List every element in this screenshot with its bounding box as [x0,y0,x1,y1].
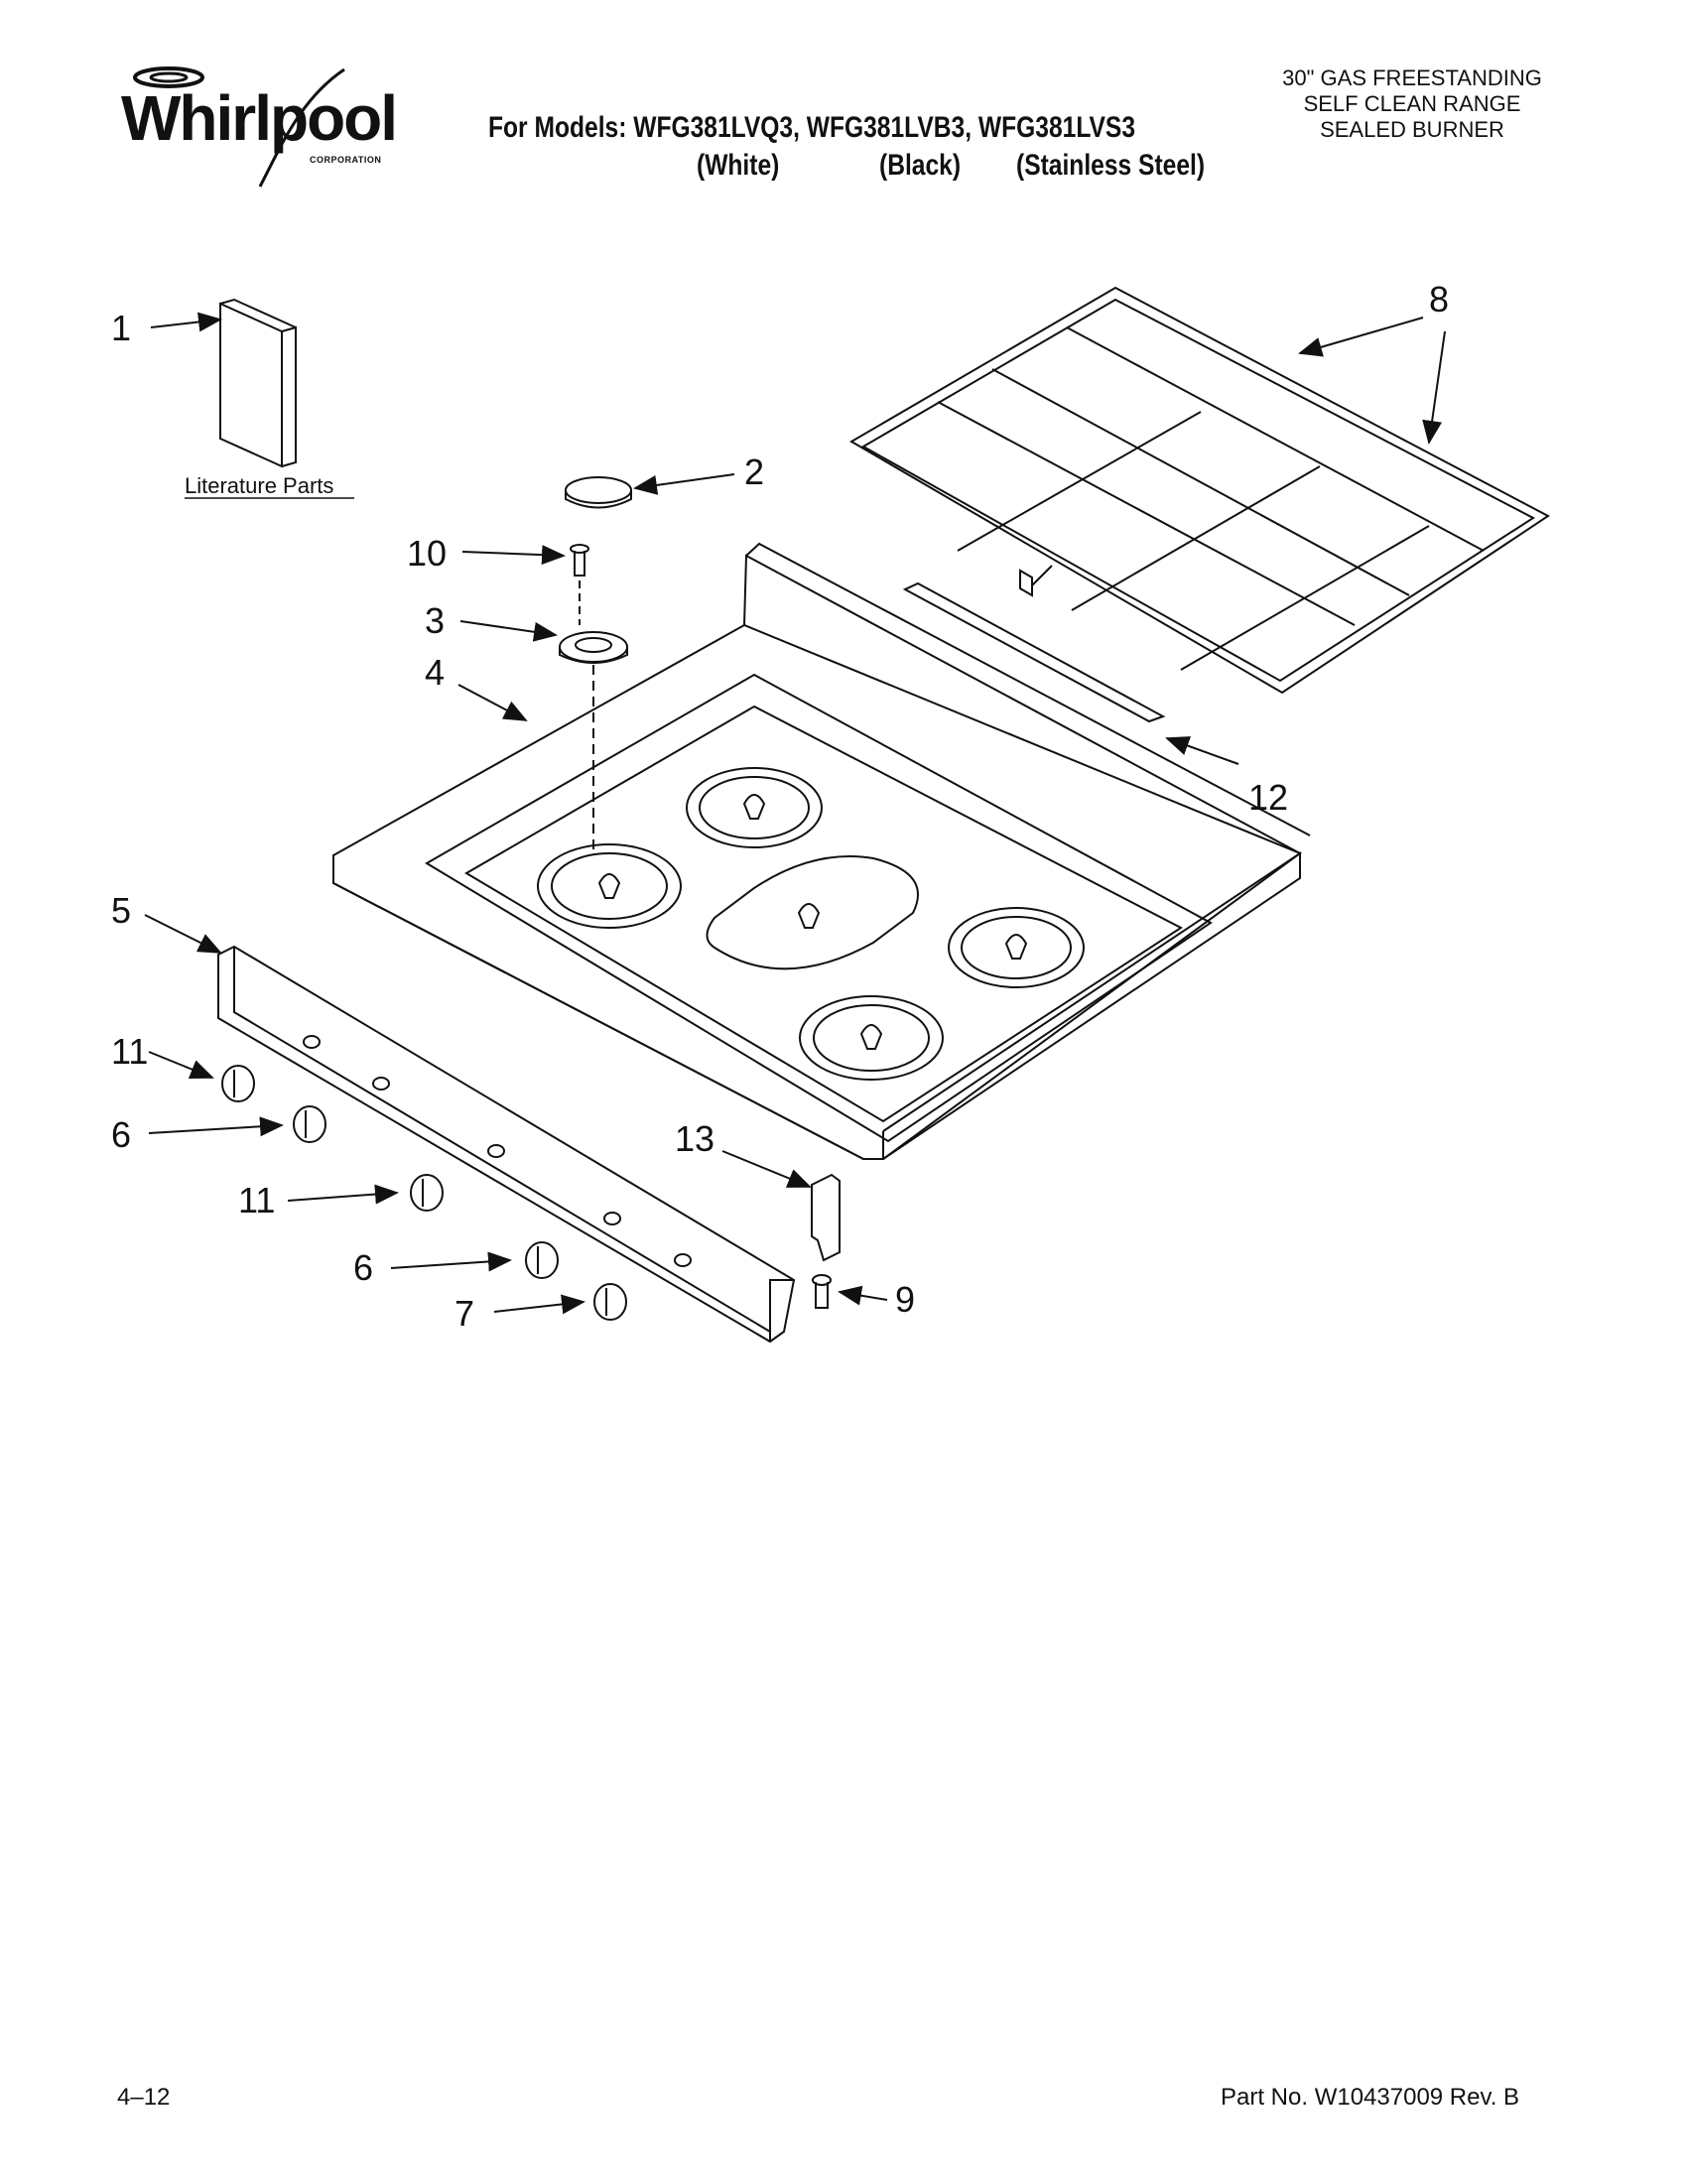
control-panel [217,945,796,1344]
product-description: 30" GAS FREESTANDING SELF CLEAN RANGE SE… [1253,65,1571,143]
control-knob [221,1065,255,1102]
callout-11: 11 [238,1180,275,1220]
control-knob [525,1241,559,1279]
rear-trim-strip [902,581,1166,723]
description-line: SELF CLEAN RANGE [1303,91,1521,116]
color-black: (Black) [879,149,962,182]
burner-well-left-front [537,843,682,929]
callout-6: 6 [353,1247,373,1288]
burner-well-center-oval [706,855,919,970]
screw [570,544,589,625]
callout-12: 12 [1248,777,1288,818]
callout-7: 7 [454,1293,474,1334]
models-line: For Models: WFG381LVQ3, WFG381LVB3, WFG3… [488,111,1136,144]
bracket-screw [812,1274,832,1309]
description-line: 30" GAS FREESTANDING [1282,65,1542,90]
callout-11: 11 [111,1031,148,1072]
page-number: 4–12 [117,2084,171,2111]
literature-booklet [219,298,297,468]
callout-6: 6 [111,1114,131,1155]
cooktop [332,542,1311,1160]
callout-1: 1 [111,308,131,348]
burner-base [559,631,628,853]
callout-5: 5 [111,890,131,931]
callout-10: 10 [407,533,447,574]
color-white: (White) [697,149,780,182]
callout-13: 13 [675,1118,714,1159]
whirlpool-logo: Whirlpool CORPORATION [111,60,398,189]
brand-name: Whirlpool [121,82,398,154]
callout-3: 3 [425,600,445,641]
burner-cap [565,476,632,509]
callout-4: 4 [425,652,445,693]
burner-well-right-rear [948,907,1085,988]
mounting-bracket [811,1173,841,1262]
callout-2: 2 [744,451,764,492]
callout-9: 9 [895,1279,915,1320]
color-stainless: (Stainless Steel) [1016,149,1206,182]
logo-swirl-icon [133,66,345,188]
literature-parts-label: Literature Parts [185,473,333,498]
control-knob [410,1174,444,1212]
burner-well-left-rear [686,767,823,848]
control-knob [593,1283,627,1321]
callout-arrows [144,312,1446,1315]
callout-8: 8 [1429,279,1449,320]
burner-grate [849,286,1550,695]
control-knob [293,1105,326,1143]
burner-well-right-front [799,995,944,1081]
description-line: SEALED BURNER [1320,117,1504,142]
part-number: Part No. W10437009 Rev. B [1221,2084,1520,2111]
brand-corporation: CORPORATION [310,155,382,165]
